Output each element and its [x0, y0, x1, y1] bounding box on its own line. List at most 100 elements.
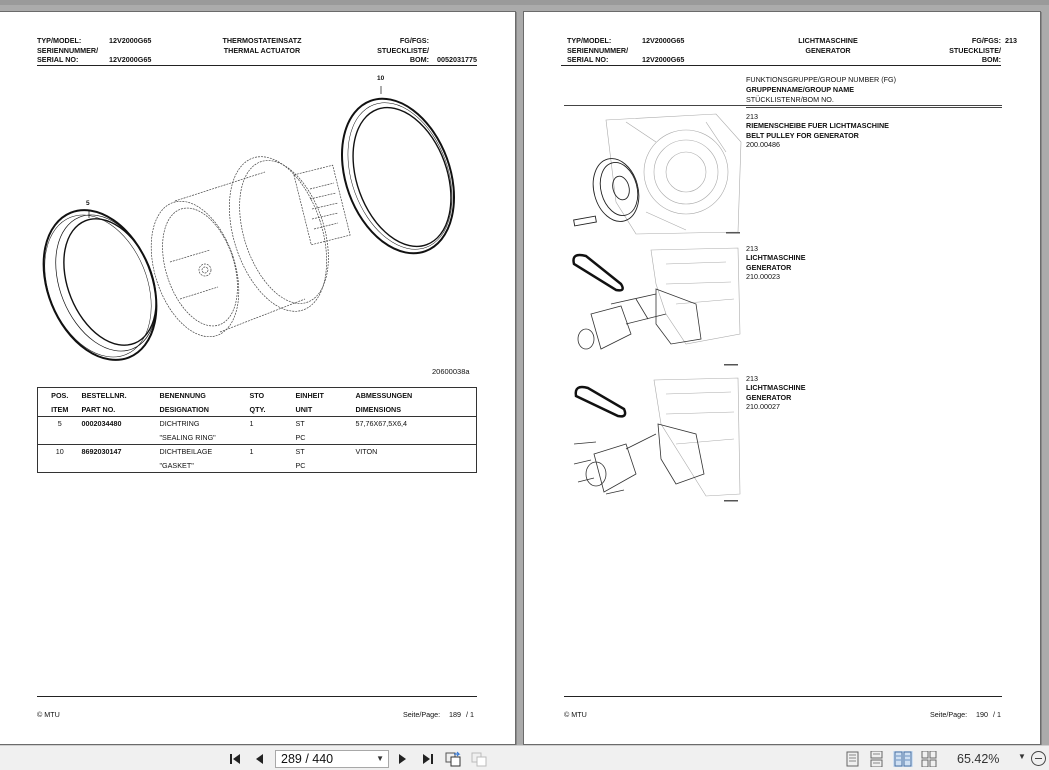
next-view-button[interactable]	[470, 750, 488, 767]
group-fg: 213	[746, 244, 758, 253]
group-item[interactable]: 213 RIEMENSCHEIBE FUER LICHTMASCHINE BEL…	[746, 112, 889, 150]
title-de: LICHTMASCHINE	[798, 36, 858, 45]
last-page-icon	[423, 753, 433, 764]
page-header: TYP/MODEL: 12V2000G65 SERIENNUMMER/ SERI…	[37, 36, 477, 66]
table-row: 5 0002034480 DICHTRING 1 ST 57,76X67,5X6…	[38, 417, 477, 431]
next-page-icon	[399, 753, 406, 764]
parts-table: POS. BESTELLNR. BENENNUNG STO EINHEIT AB…	[37, 387, 477, 473]
bom-label: BOM:	[409, 55, 429, 65]
serial-value: 12V2000G65	[109, 55, 152, 65]
col-designation-en: DESIGNATION	[159, 402, 250, 417]
row-part-no: 8692030147	[81, 447, 122, 456]
row-unit-de: ST	[295, 419, 305, 428]
group-name-de: RIEMENSCHEIBE FUER LICHTMASCHINE	[746, 121, 889, 131]
row-qty: 1	[249, 447, 254, 456]
callout-5: 5	[86, 200, 90, 207]
generator-thumbnail-1[interactable]	[566, 244, 744, 370]
bom-value: 0052031775	[437, 55, 477, 65]
col-dimensions-de: ABMESSUNGEN	[355, 391, 413, 400]
group-name-de: LICHTMASCHINE	[746, 253, 806, 263]
group-fg: 213	[746, 374, 758, 383]
serial-label-de: SERIENNUMMER/	[37, 45, 99, 55]
col-partno-de: BESTELLNR.	[81, 391, 127, 400]
first-page-button[interactable]	[228, 750, 244, 767]
stueckliste-label: STUECKLISTE/	[949, 45, 1001, 55]
row-part-no: 0002034480	[81, 419, 122, 428]
thermostat-body	[150, 156, 351, 338]
page-label: Seite/Page:	[930, 710, 968, 719]
group-item[interactable]: 213 LICHTMASCHINE GENERATOR 210.00023	[746, 244, 806, 282]
group-legend: FUNKTIONSGRUPPE/GROUP NUMBER (FG) GRUPPE…	[746, 75, 1002, 108]
next-view-icon	[471, 752, 487, 766]
fg-label: FG/FGS:	[399, 36, 429, 45]
table-header-de: POS. BESTELLNR. BENENNUNG STO EINHEIT AB…	[38, 388, 477, 403]
page-sub: / 1	[993, 710, 1001, 719]
previous-view-button[interactable]	[444, 750, 462, 767]
figure-number: 20600038a	[432, 367, 470, 376]
model-value: 12V2000G65	[642, 36, 685, 45]
page-sub: / 1	[466, 710, 474, 719]
row-pos: 10	[55, 447, 64, 456]
generator-thumbnail-2[interactable]	[566, 374, 744, 504]
legend-bom-no: STÜCKLISTENR/BOM NO.	[746, 95, 834, 104]
model-value: 12V2000G65	[109, 36, 152, 45]
page-number-input[interactable]: 289 / 440 ▼	[275, 750, 389, 768]
belt-pulley-thumbnail[interactable]	[566, 112, 744, 238]
col-unit-en: UNIT	[295, 402, 356, 417]
group-name-de: LICHTMASCHINE	[746, 383, 806, 393]
bottom-toolbar: 289 / 440 ▼ 65.42% ▼	[0, 745, 1049, 770]
sealing-ring-5	[42, 209, 158, 361]
zoom-level[interactable]: 65.42%	[957, 752, 1000, 766]
group-bom: 210.00023	[746, 272, 780, 282]
col-pos-en: ITEM	[37, 402, 82, 417]
zoom-dropdown-icon[interactable]: ▼	[1018, 752, 1026, 761]
group-bom: 200.00486	[746, 140, 780, 150]
gasket-10	[340, 97, 456, 255]
page-header: TYP/MODEL: 12V2000G65 SERIENNUMMER/ SERI…	[561, 36, 1017, 66]
page-number: 189	[449, 710, 461, 719]
stueckliste-label: STUECKLISTE/	[377, 45, 429, 55]
row-designation-en: "SEALING RING"	[159, 430, 250, 445]
copyright: © MTU	[37, 710, 60, 719]
row-designation-de: DICHTRING	[159, 419, 200, 428]
col-dimensions-en: DIMENSIONS	[355, 402, 477, 417]
fg-label: FG/FGS: 213	[971, 36, 1017, 45]
thermal-actuator-drawing	[42, 86, 456, 361]
table-row: 10 8692030147 DICHTBEILAGE 1 ST VITON	[38, 445, 477, 459]
next-page-button[interactable]	[396, 750, 410, 767]
two-page-view-icon[interactable]	[893, 751, 913, 767]
zoom-out-icon[interactable]	[1031, 751, 1046, 766]
prev-page-button[interactable]	[252, 750, 266, 767]
footer-divider	[564, 696, 1002, 697]
legend-divider	[564, 105, 1002, 106]
first-page-icon	[230, 753, 240, 764]
group-name-en: GENERATOR	[746, 392, 792, 402]
table-row-sub: "GASKET" PC	[37, 458, 477, 473]
single-page-view-icon[interactable]	[846, 751, 859, 767]
page-display: 289 / 440	[281, 752, 334, 766]
table-row-sub: "SEALING RING" PC	[37, 430, 477, 445]
page-dropdown-icon[interactable]: ▼	[376, 754, 384, 763]
row-qty: 1	[249, 419, 254, 428]
previous-view-icon	[445, 751, 461, 766]
continuous-view-icon[interactable]	[870, 751, 883, 767]
row-dimensions: 57,76X67,5X6,4	[355, 419, 408, 428]
copyright: © MTU	[564, 710, 587, 719]
col-designation-de: BENENNUNG	[159, 391, 206, 400]
legend-group-name: GRUPPENNAME/GROUP NAME	[746, 85, 855, 94]
page-label: Seite/Page:	[403, 710, 441, 719]
last-page-button[interactable]	[419, 750, 435, 767]
group-item[interactable]: 213 LICHTMASCHINE GENERATOR 210.00027	[746, 374, 806, 412]
callout-10: 10	[377, 75, 385, 82]
group-fg: 213	[746, 112, 758, 121]
group-name-en: BELT PULLEY FOR GENERATOR	[746, 130, 859, 140]
page-number: 190	[976, 710, 988, 719]
table-header-en: ITEM PART NO. DESIGNATION QTY. UNIT DIME…	[37, 402, 477, 417]
title-en: GENERATOR	[805, 45, 851, 55]
col-qty-de: STO	[249, 391, 265, 400]
serial-label-en: SERIAL NO:	[37, 55, 79, 65]
two-page-continuous-view-icon[interactable]	[921, 751, 937, 767]
page-189: TYP/MODEL: 12V2000G65 SERIENNUMMER/ SERI…	[0, 11, 516, 745]
title-en: THERMAL ACTUATOR	[223, 45, 301, 55]
document-viewport[interactable]: TYP/MODEL: 12V2000G65 SERIENNUMMER/ SERI…	[0, 0, 1049, 745]
